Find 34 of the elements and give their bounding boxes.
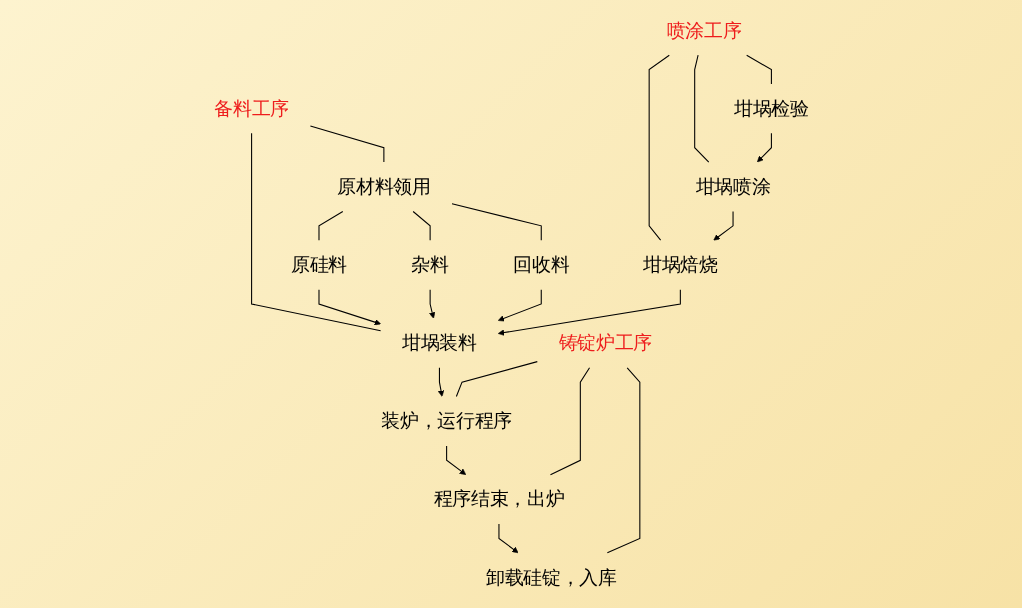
node-text: 卸载硅锭，入库 (485, 566, 617, 588)
connector (450, 203, 542, 241)
arrow (712, 210, 734, 241)
connector (455, 361, 538, 398)
node-text: 坩埚装料 (401, 331, 477, 354)
node-text: 杂料 (410, 253, 449, 276)
node-text: 装炉，运行程序 (380, 410, 512, 432)
node-text: 坩埚焙烧 (642, 253, 718, 276)
node-text: 原硅料 (290, 253, 347, 276)
node-text: 铸锭炉工序 (558, 331, 652, 354)
arrow (445, 445, 466, 475)
connector (693, 54, 709, 163)
node-text: 回收料 (512, 253, 569, 276)
connector (745, 54, 772, 85)
arrow (428, 289, 435, 319)
connector (412, 210, 431, 241)
node-text: 程序结束，出炉 (433, 488, 564, 510)
arrow (317, 289, 381, 326)
arrow (497, 289, 681, 336)
node-text: 喷涂工序 (666, 19, 741, 41)
arrow (437, 367, 444, 397)
arrow (497, 523, 518, 554)
connector (309, 125, 384, 163)
arrow (497, 289, 542, 322)
connector (606, 367, 640, 554)
node-text: 坩埚喷涂 (695, 175, 770, 198)
node-text: 备料工序 (213, 97, 289, 120)
connector (250, 132, 381, 332)
arrow (756, 132, 772, 163)
node-text: 原材料领用 (336, 175, 430, 198)
connector (317, 210, 343, 241)
node-text: 坩埚检验 (733, 97, 809, 120)
connector (549, 367, 590, 476)
connector (648, 54, 670, 241)
